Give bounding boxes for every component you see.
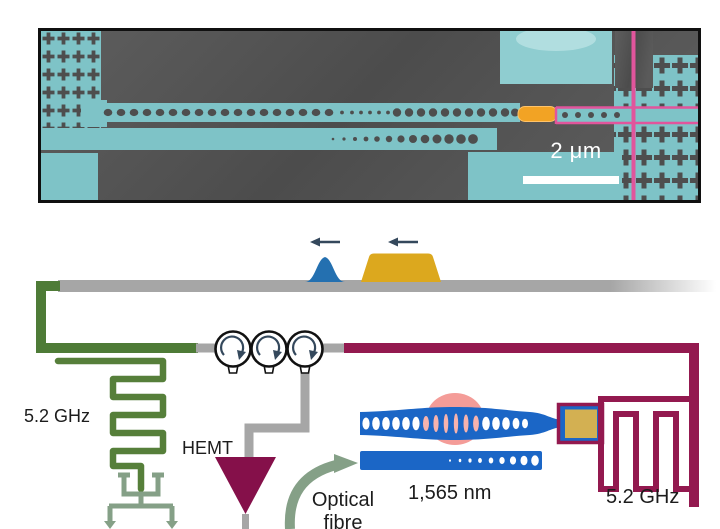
fibre-line: [58, 280, 716, 292]
hemt-amplifier-icon: [215, 457, 276, 514]
scale-bar-label: 2 μm: [550, 138, 602, 163]
microwave-line-idt: [344, 343, 699, 507]
coupling-waveguide: [360, 451, 542, 470]
sem-electrodes: [554, 31, 698, 200]
sem-upper-waveguide: [100, 103, 520, 122]
pump-pulse: [361, 253, 441, 282]
pulse-direction-arrow-icon: [310, 237, 418, 247]
optical-fibre-arrow-icon: [284, 454, 358, 529]
scale-bar: [523, 176, 619, 184]
piezo-coupler: [565, 409, 597, 438]
sem-image-graphic: [41, 31, 698, 200]
microwave-feedline: [36, 281, 198, 353]
optical-fibre-label: Optical fibre: [311, 489, 375, 529]
wavelength-label: 1,565 nm: [408, 482, 492, 504]
bias-circuit: [104, 472, 178, 529]
idt-icon: [598, 396, 692, 492]
sem-cross-shield-left: [41, 31, 107, 128]
resonator-frequency-label: 5.2 GHz: [24, 406, 91, 426]
circulator-icon: [286, 330, 324, 374]
sem-top-pad: [500, 31, 612, 84]
sem-image: 2 μm: [38, 28, 701, 203]
meander-resonator-icon: [54, 357, 167, 493]
sem-bottom-left-pad: [41, 153, 98, 200]
optomechanical-crystal: [360, 402, 605, 445]
circulator-icon: [250, 330, 288, 374]
circulators: [214, 330, 324, 374]
circulator-icon: [214, 330, 252, 374]
signal-pulse: [305, 257, 345, 282]
sem-lower-waveguide: [41, 128, 497, 150]
idt-frequency-label: 5.2 GHz: [606, 486, 680, 508]
hemt-label: HEMT: [182, 438, 233, 458]
readout-line: [244, 368, 310, 458]
